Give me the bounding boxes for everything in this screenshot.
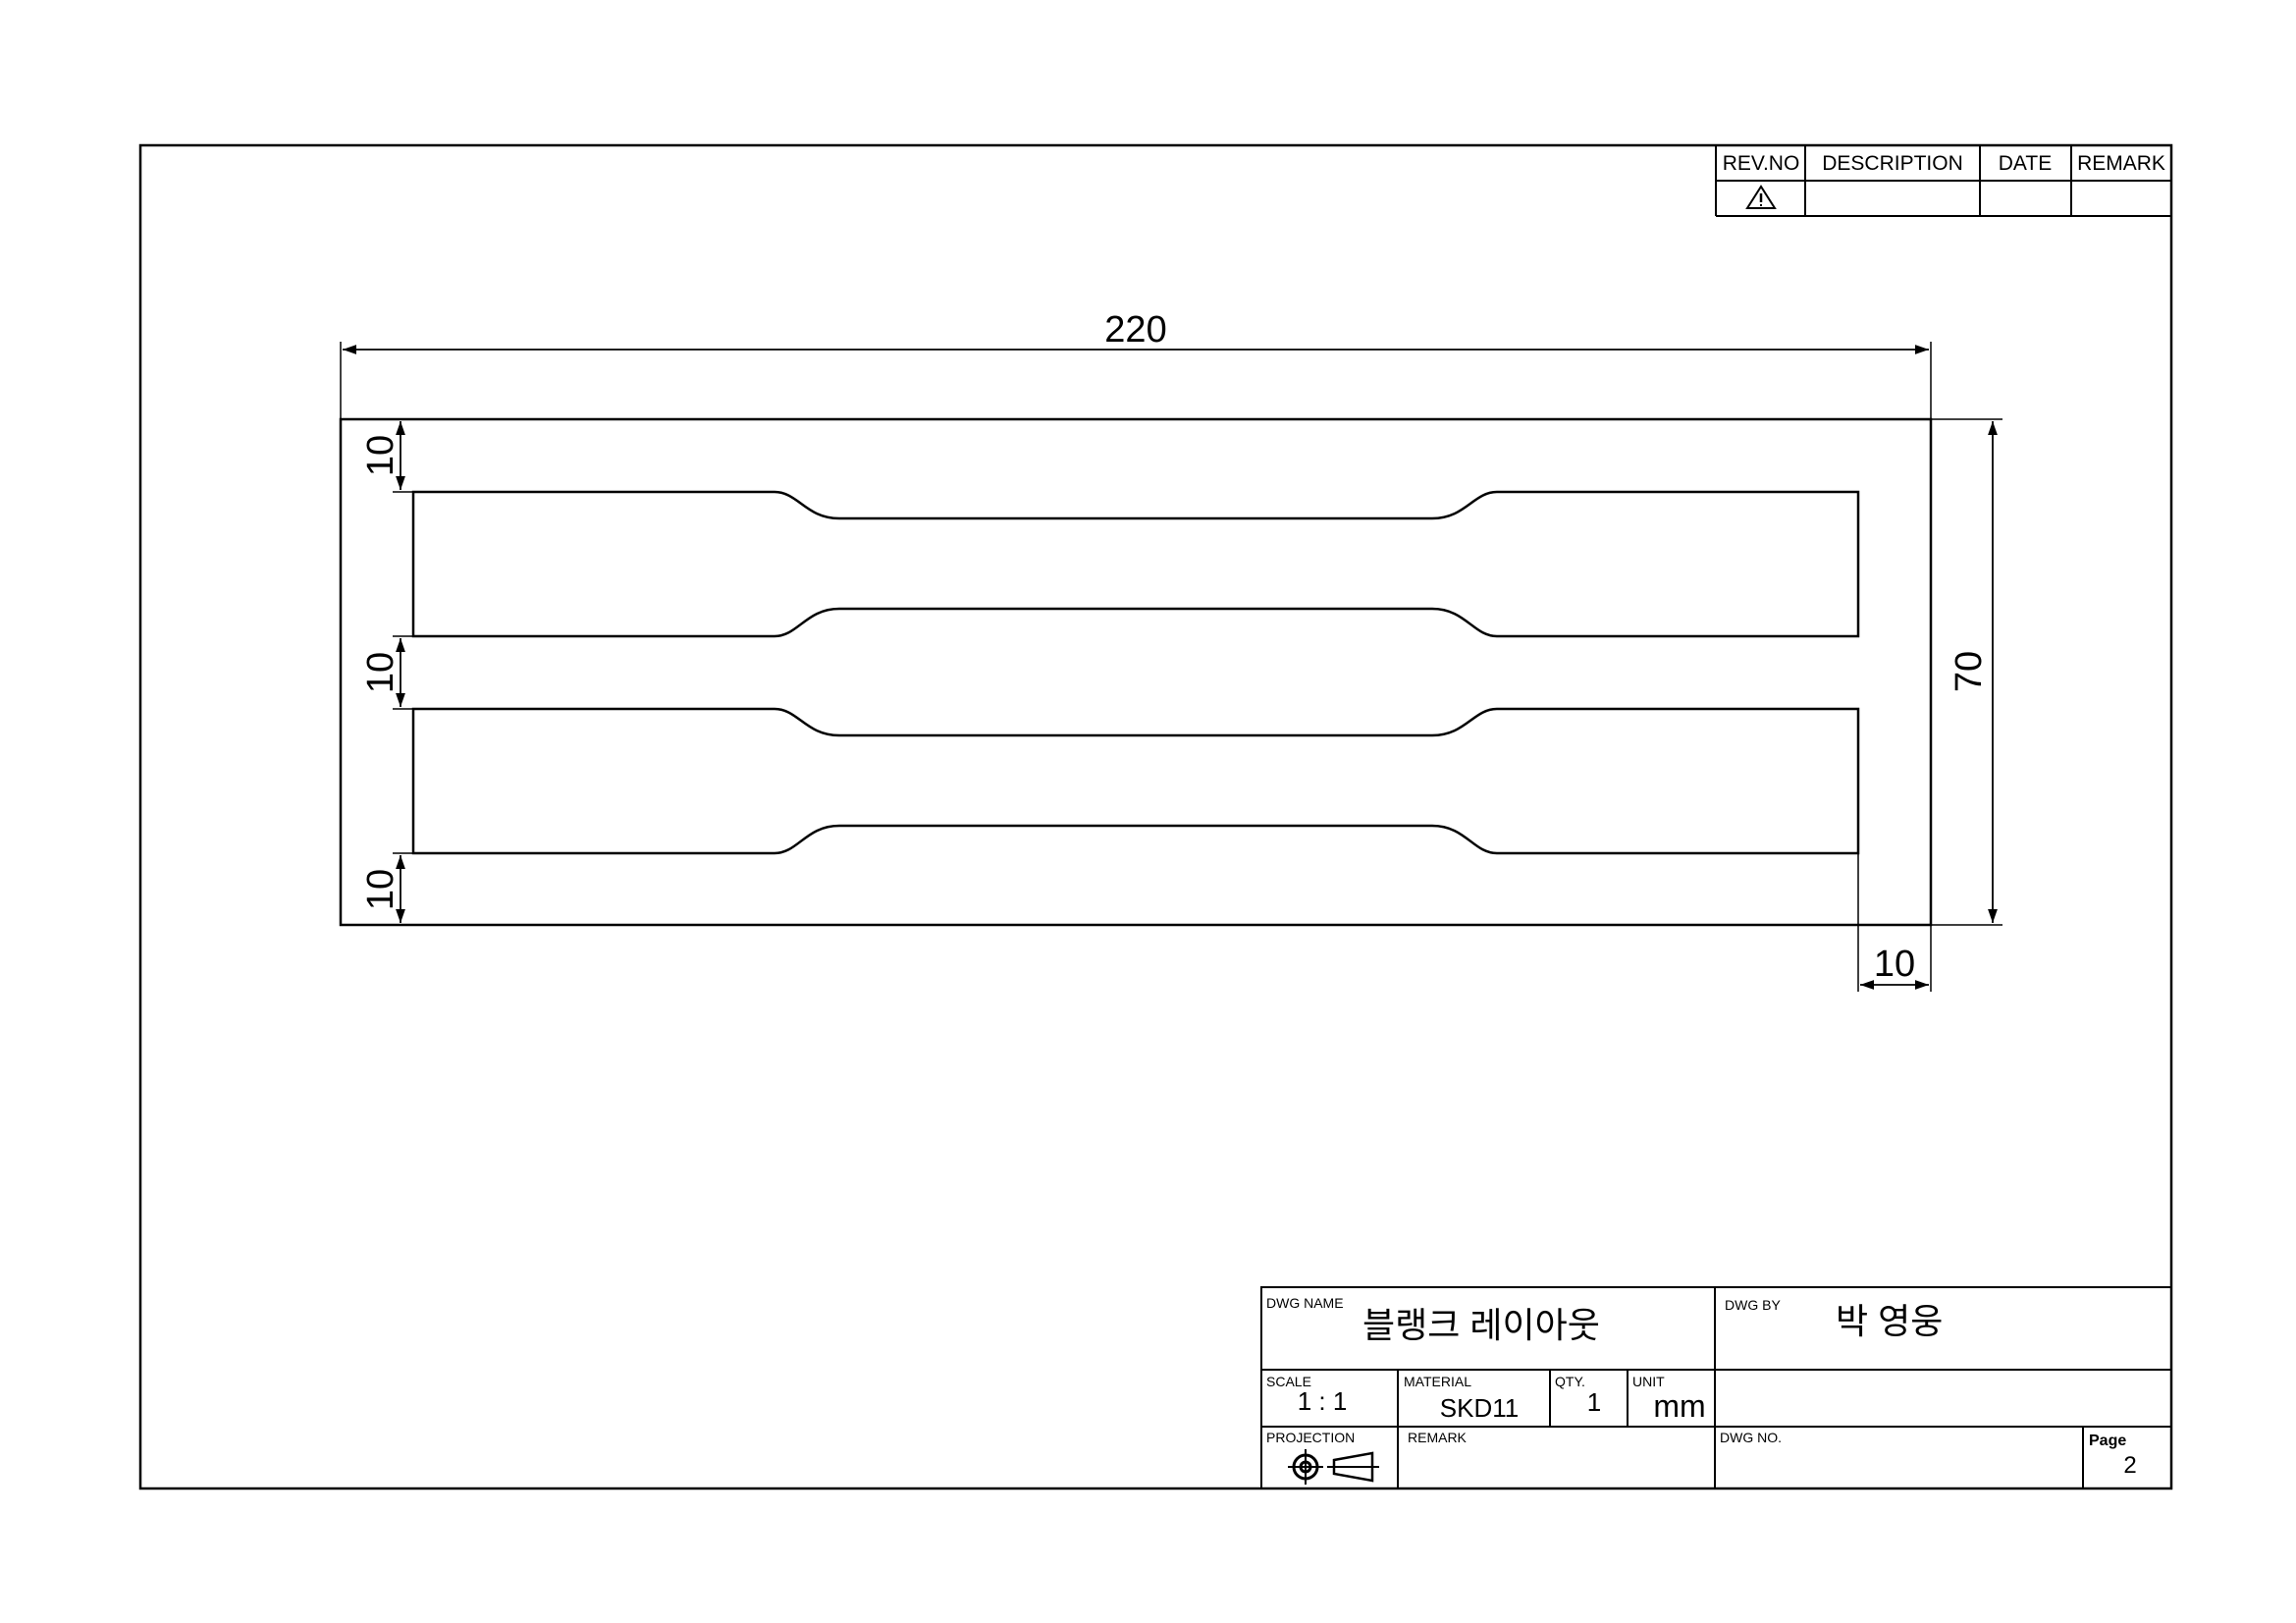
dwg-by-value: 박 영웅 (1836, 1301, 1943, 1341)
unit-label: UNIT (1632, 1374, 1665, 1389)
remark-header: REMARK (2077, 152, 2165, 175)
remark-label: REMARK (1408, 1430, 1468, 1445)
dimension-top-margin-value: 10 (360, 435, 401, 476)
page-value: 2 (2123, 1452, 2136, 1479)
description-header: DESCRIPTION (1822, 152, 1963, 175)
page-label: Page (2089, 1433, 2126, 1449)
material-value: SKD11 (1440, 1393, 1519, 1423)
scale-label: SCALE (1266, 1374, 1311, 1389)
scale-value: 1 : 1 (1298, 1386, 1348, 1416)
projection-label: PROJECTION (1266, 1430, 1355, 1445)
dimension-height-value: 70 (1949, 651, 1990, 692)
dimension-right-margin: 10 (1857, 853, 1932, 992)
dwg-name-label: DWG NAME (1266, 1295, 1344, 1311)
title-block: DWG NAME 블랭크 레이아웃 DWG BY 박 영웅 SCALE 1 : … (1260, 1286, 2172, 1489)
dimension-top-margin: 10 (360, 421, 413, 493)
qty-label: QTY. (1555, 1374, 1585, 1389)
dimension-bottom-margin-value: 10 (360, 869, 401, 910)
third-angle-projection-icon (1288, 1449, 1379, 1485)
revision-table: REV.NO DESCRIPTION DATE REMARK (1715, 145, 2171, 217)
date-header: DATE (1999, 152, 2052, 175)
drawing-border (138, 143, 2173, 1490)
material-label: MATERIAL (1404, 1374, 1471, 1389)
dimension-middle-gap-value: 10 (360, 652, 401, 693)
tensile-specimen-lower (411, 707, 1860, 855)
dwg-by-label: DWG BY (1725, 1297, 1781, 1313)
dimension-middle-gap: 10 (360, 635, 413, 710)
qty-value: 1 (1587, 1387, 1601, 1417)
unit-value: mm (1653, 1388, 1705, 1424)
dimension-bottom-margin: 10 (360, 852, 413, 923)
dimension-overall-width: 220 (340, 309, 1932, 419)
warning-triangle-icon (1745, 185, 1777, 209)
blank-sheet-outline (339, 417, 1933, 927)
dimension-right-margin-value: 10 (1874, 944, 1915, 985)
tensile-specimen-upper (411, 490, 1860, 638)
dwg-name-value: 블랭크 레이아웃 (1362, 1305, 1600, 1345)
dwg-no-label: DWG NO. (1720, 1430, 1782, 1445)
dimension-width-value: 220 (1104, 309, 1166, 351)
rev-no-header: REV.NO (1723, 152, 1800, 175)
dimension-overall-height: 70 (1931, 418, 2002, 926)
